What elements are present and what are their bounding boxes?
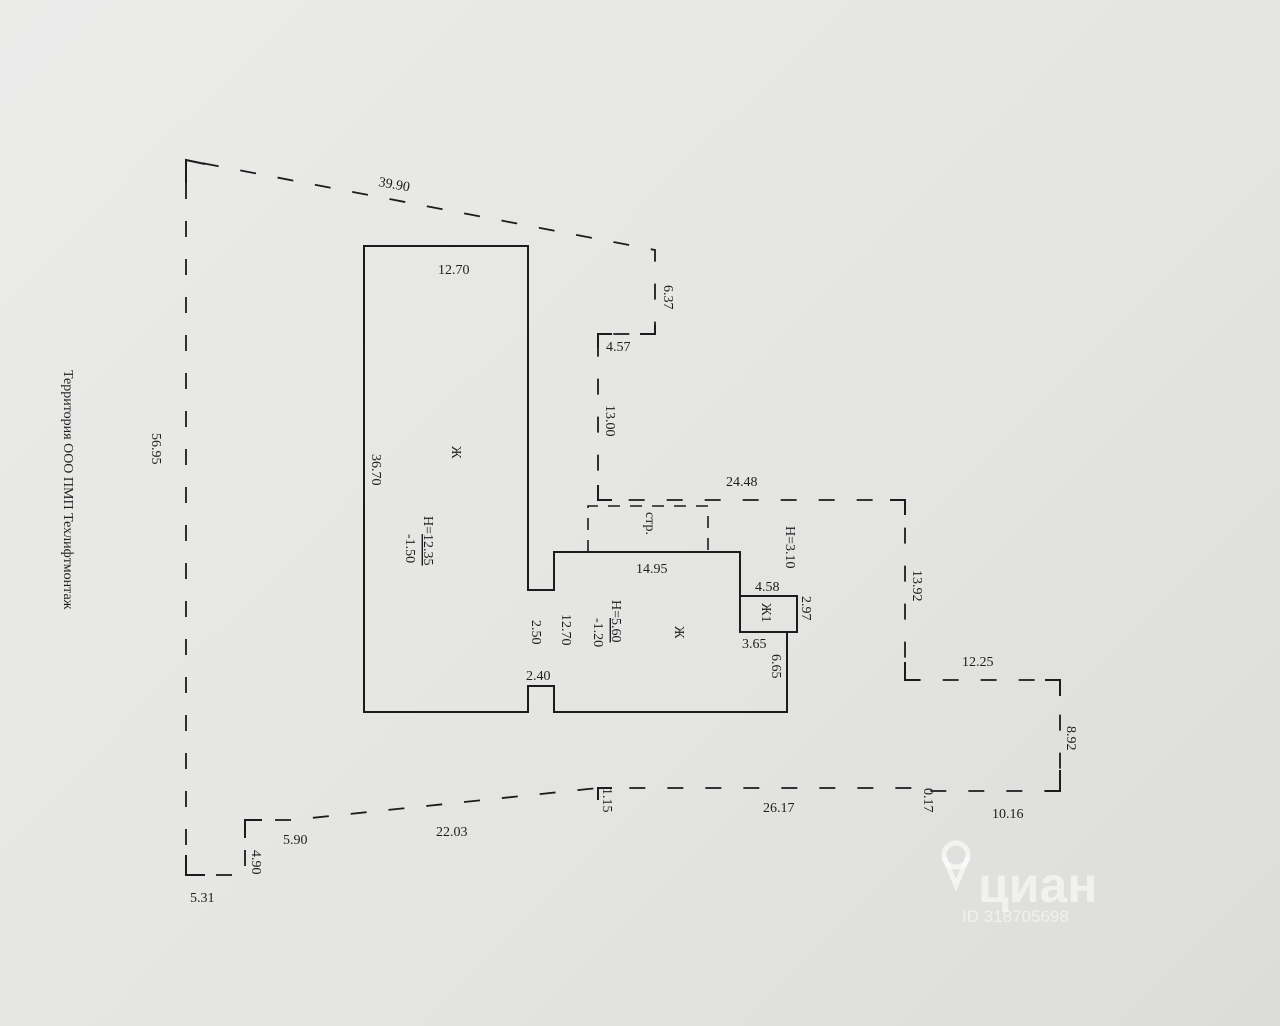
dim-5-31: 5.31	[190, 891, 215, 906]
dim-5-90: 5.90	[283, 833, 308, 848]
dim-3-65: 3.65	[742, 637, 767, 652]
annex-type: Ж1	[758, 603, 773, 623]
land-boundary	[185, 158, 1061, 876]
corner-right-mid	[597, 485, 612, 501]
corner-bottom-right	[1045, 770, 1061, 792]
annex-zh1	[739, 595, 798, 633]
corner-right-upper	[597, 333, 612, 348]
corner-bottom-step	[597, 787, 612, 800]
corner-far-right-top	[890, 499, 906, 515]
dim-22-03: 22.03	[436, 825, 468, 840]
watermark-pin-icon	[941, 840, 971, 892]
dim-6-37: 6.37	[660, 285, 675, 310]
dim-36-70: 36.70	[368, 454, 383, 486]
mid-building-height-top: 5.60	[608, 618, 623, 643]
dim-13-92: 13.92	[909, 570, 924, 602]
watermark: циан ID 318705698	[941, 840, 1097, 926]
watermark-brand: циан	[978, 857, 1097, 913]
dim-39-90: 39.90	[377, 175, 411, 195]
dim-2-40: 2.40	[526, 669, 551, 684]
dim-14-95: 14.95	[636, 562, 668, 577]
construction-zone	[587, 505, 709, 552]
dim-2-97: 2.97	[798, 596, 813, 621]
corner-bottom-left	[185, 855, 205, 876]
main-building-height-bottom: -1.50	[402, 534, 417, 563]
dim-4-58: 4.58	[755, 580, 780, 595]
dim-12-25: 12.25	[962, 655, 994, 670]
main-building-height-prefix: H=	[420, 516, 435, 534]
main-building-height-top: 12.35	[420, 534, 435, 566]
dim-26-17: 26.17	[763, 801, 795, 816]
dim-12-70-mid: 12.70	[558, 614, 573, 646]
corner-far-right-mid	[904, 662, 920, 681]
dim-13-00: 13.00	[602, 405, 617, 437]
dim-4-90: 4.90	[248, 850, 263, 875]
dim-10-16: 10.16	[992, 807, 1024, 822]
dim-4-57: 4.57	[606, 340, 631, 355]
dim-24-48: 24.48	[726, 475, 758, 490]
main-building-type: Ж	[448, 446, 463, 459]
annex-height: H=3.10	[782, 526, 797, 569]
corner-top-left	[185, 158, 206, 183]
construction-label: стр.	[642, 512, 657, 535]
dim-56-95: 56.95	[148, 433, 163, 465]
mid-building-type: Ж	[671, 626, 686, 639]
dim-12-70-top: 12.70	[438, 263, 470, 278]
corner-far-right-outer	[1045, 679, 1061, 696]
watermark-id: ID 318705698	[962, 907, 1069, 926]
dim-0-17: 0.17	[920, 788, 935, 813]
dim-1-15: 1.15	[599, 788, 614, 813]
plan-title: Территория ООО ПМП Техлифтмонтаж	[60, 370, 75, 610]
dim-2-50: 2.50	[528, 620, 543, 645]
corner-notch-left	[244, 819, 262, 838]
corner-right-top	[640, 325, 656, 335]
mid-building-height-prefix: H=	[608, 600, 623, 618]
dim-6-65: 6.65	[768, 654, 783, 679]
dim-8-92: 8.92	[1063, 726, 1078, 751]
mid-building-height-bottom: -1.20	[590, 618, 605, 647]
